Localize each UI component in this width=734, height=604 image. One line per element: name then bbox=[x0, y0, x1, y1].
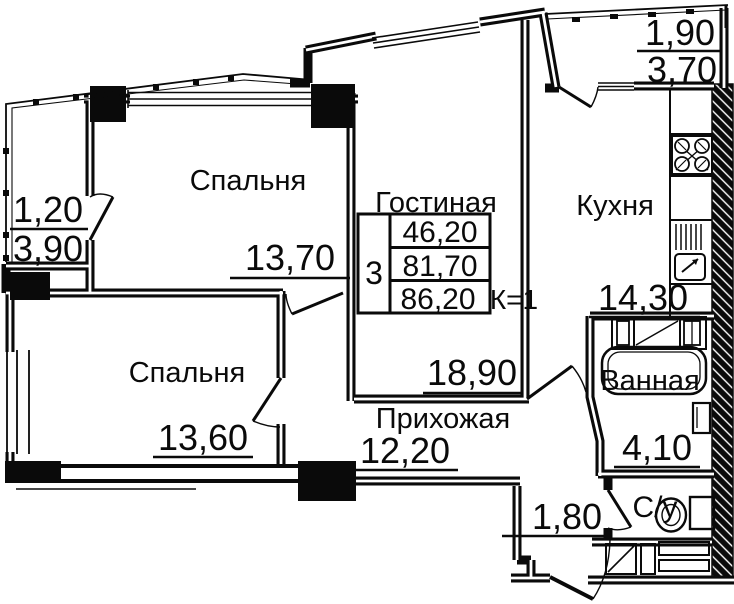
bedroom-top-label: Спальня bbox=[190, 165, 307, 197]
door-entrance bbox=[549, 539, 611, 601]
doors bbox=[88, 85, 633, 601]
door-bedroom-bottom bbox=[251, 377, 283, 428]
column bbox=[10, 272, 50, 300]
stove-icon bbox=[671, 135, 713, 175]
kitchen-label: Кухня bbox=[576, 190, 654, 222]
wc-area: 1,80 bbox=[532, 496, 602, 537]
hallway-label: Прихожая bbox=[376, 403, 510, 435]
labels: Спальня 13,70 Гостиная 18,90 Кухня 14,30… bbox=[10, 12, 722, 538]
windows bbox=[6, 21, 634, 490]
columns bbox=[5, 84, 356, 501]
column bbox=[298, 461, 356, 501]
living-label: Гостиная bbox=[375, 187, 497, 219]
balcony-top-right-labels: 1,90 3,70 bbox=[637, 12, 722, 90]
total-area: 86,20 bbox=[400, 283, 475, 316]
kitchen-fixtures bbox=[669, 90, 713, 316]
door-kitchen-balcony bbox=[558, 85, 599, 109]
bedroom-top-area: 13,70 bbox=[245, 237, 335, 278]
hallway-area: 12,20 bbox=[360, 430, 450, 471]
parapet-ticks bbox=[3, 9, 694, 261]
vent-shaft-icon bbox=[605, 541, 710, 575]
coefficient: К=1 bbox=[490, 284, 538, 315]
usable-area: 81,70 bbox=[402, 250, 477, 283]
bathroom-fixtures bbox=[600, 316, 712, 435]
bedroom-bottom-area: 13,60 bbox=[158, 417, 248, 458]
bath-area: 4,10 bbox=[622, 427, 692, 468]
living-area: 18,90 bbox=[427, 352, 517, 393]
balcony-tr-full: 3,70 bbox=[647, 49, 717, 90]
info-box: 3 46,20 81,70 86,20 К=1 bbox=[356, 212, 538, 316]
living-area-total: 46,20 bbox=[402, 216, 477, 249]
kitchen-counter bbox=[669, 90, 712, 316]
column bbox=[311, 84, 355, 128]
wc-fixtures bbox=[605, 495, 716, 575]
door-wc bbox=[606, 489, 633, 531]
kitchen-area: 14,30 bbox=[598, 277, 688, 318]
bedroom-bottom-label: Спальня bbox=[129, 357, 246, 389]
rooms-count: 3 bbox=[365, 255, 383, 291]
balcony-left-full: 3,90 bbox=[13, 228, 83, 269]
kitchen-sink-icon bbox=[674, 224, 706, 281]
column bbox=[5, 461, 61, 483]
door-living bbox=[526, 364, 587, 401]
balcony-left-reduced: 1,20 bbox=[13, 189, 83, 230]
washing-machine-icon bbox=[611, 316, 707, 350]
bath-sink-icon bbox=[691, 401, 712, 435]
door-bedroom-top-balcony bbox=[88, 193, 115, 241]
bath-label: Ванная bbox=[600, 365, 699, 397]
door-bedroom-top bbox=[285, 291, 344, 316]
wc-label: С/у bbox=[633, 491, 678, 524]
toilet-icon bbox=[654, 495, 716, 533]
balcony-left-labels: 1,20 3,90 bbox=[10, 189, 88, 269]
bathtub-icon bbox=[600, 345, 708, 396]
balcony-tr-reduced: 1,90 bbox=[645, 12, 715, 53]
